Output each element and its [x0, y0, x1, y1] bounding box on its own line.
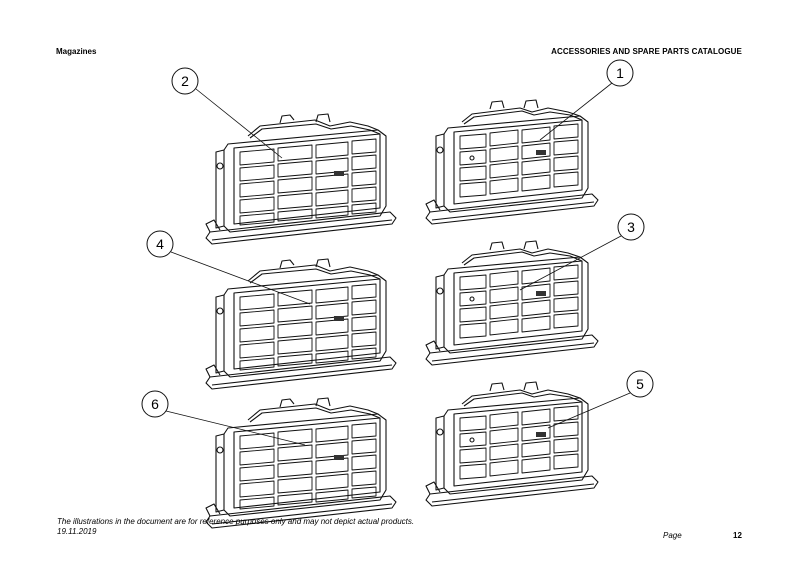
magazine-illustration-5: 5: [425, 370, 654, 507]
disclaimer-text: The illustrations in the document are fo…: [57, 517, 415, 526]
callout-circle: [171, 67, 199, 95]
callout-circle: [146, 230, 174, 258]
callout-circle: [617, 213, 645, 241]
document-date: 19.11.2019: [57, 527, 97, 536]
magazine-illustration-6: 6: [141, 390, 397, 529]
callout-label: 3: [627, 219, 635, 235]
callout-label: 4: [156, 236, 164, 252]
magazine-illustration-1: 1: [425, 59, 634, 225]
page-label: Page: [663, 531, 682, 540]
callout-label: 6: [151, 396, 159, 412]
callout-circle: [626, 370, 654, 398]
callout-circle: [606, 59, 634, 87]
magazine-illustration-2: 2: [171, 67, 397, 245]
callout-circle: [141, 390, 169, 418]
catalogue-title: ACCESSORIES AND SPARE PARTS CATALOGUE: [551, 47, 742, 56]
section-title: Magazines: [56, 47, 97, 56]
callout-label: 1: [616, 65, 624, 81]
magazine-illustration-3: 3: [425, 213, 645, 366]
callout-label: 2: [181, 73, 189, 89]
callout-label: 5: [636, 376, 644, 392]
page-number: 12: [733, 531, 742, 540]
magazine-illustration-4: 4: [146, 230, 397, 390]
